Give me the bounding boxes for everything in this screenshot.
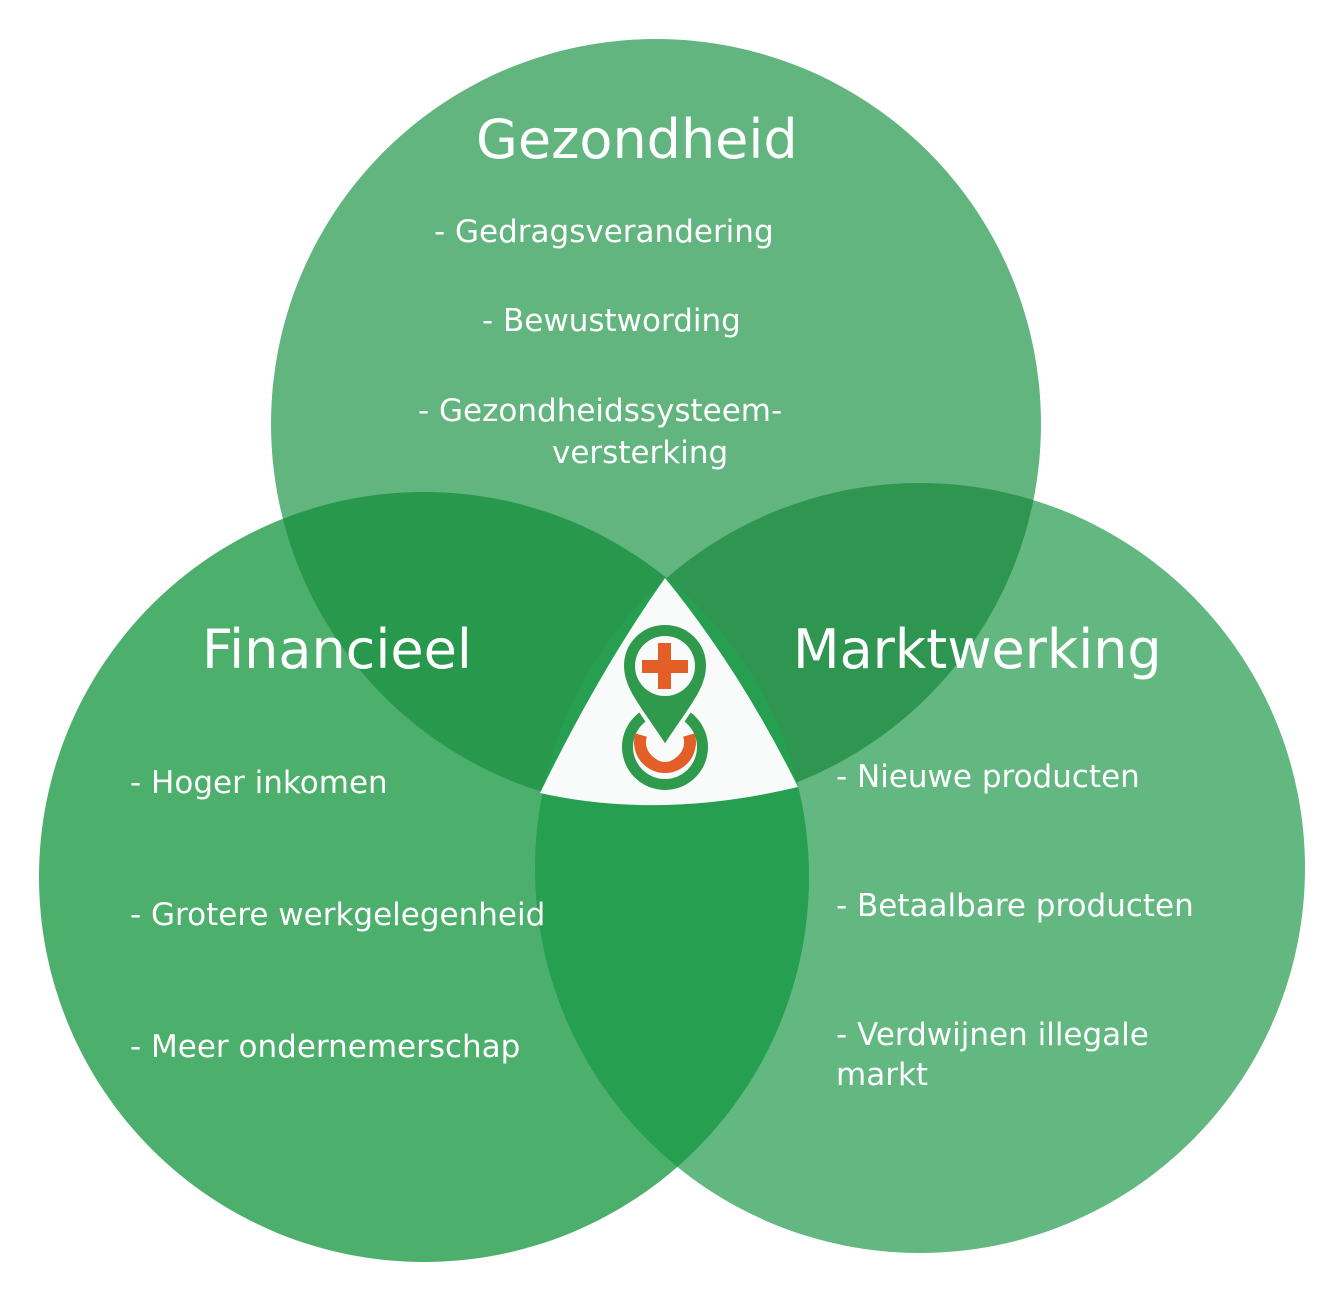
gezondheid-item: - Gedragsverandering xyxy=(434,214,774,250)
marktwerking-item: - Nieuwe producten xyxy=(836,759,1140,795)
financieel-title: Financieel xyxy=(202,618,472,681)
marktwerking-item-continued: markt xyxy=(836,1057,929,1093)
marktwerking-item: - Verdwijnen illegale xyxy=(836,1017,1149,1053)
gezondheid-item-continued: versterking xyxy=(552,435,729,471)
marktwerking-item: - Betaalbare producten xyxy=(836,888,1194,924)
map-pin-plus-logo xyxy=(619,620,711,790)
financieel-item: - Hoger inkomen xyxy=(130,765,388,801)
marktwerking-title: Marktwerking xyxy=(793,618,1162,681)
financieel-item: - Meer ondernemerschap xyxy=(130,1029,521,1065)
gezondheid-title: Gezondheid xyxy=(476,108,798,171)
gezondheid-item: - Gezondheidssysteem- xyxy=(418,393,783,429)
financieel-item: - Grotere werkgelegenheid xyxy=(130,897,546,933)
gezondheid-item: - Bewustwording xyxy=(482,303,741,339)
